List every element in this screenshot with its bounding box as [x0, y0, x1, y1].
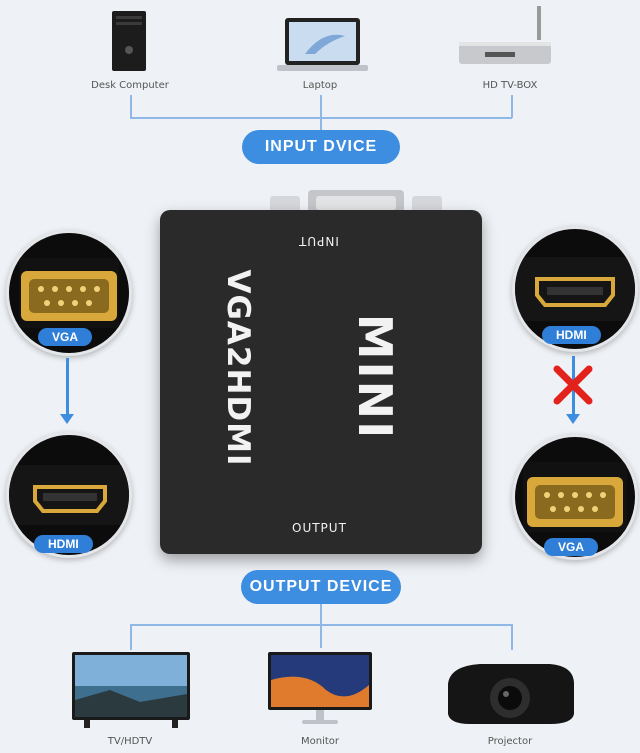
tv-hdtv — [70, 650, 192, 730]
left-top-badge: VGA — [38, 328, 93, 346]
output-connector-drop-right — [511, 624, 513, 650]
tv-icon — [72, 652, 190, 728]
projector — [440, 654, 580, 730]
hd-tv-box — [455, 4, 555, 70]
device-label-hd-tv-box: HD TV-BOX — [482, 80, 538, 91]
output-connector-drop-left — [130, 624, 132, 650]
vga-port — [270, 190, 442, 214]
device-label-projector: Projector — [487, 736, 533, 747]
desktop-tower-icon — [112, 11, 146, 71]
device-label-laptop: Laptop — [302, 80, 338, 91]
monitor-icon — [268, 652, 372, 724]
right-top-badge: HDMI — [542, 326, 601, 344]
desk-computer — [110, 10, 150, 72]
device-label-monitor: Monitor — [300, 736, 339, 747]
input-connector-drop-right — [511, 95, 513, 118]
output-device-title: OUTPUT DEVICE — [241, 570, 401, 604]
vga2hdmi-adapter: INPUT VGA2HDMI MINI OUTPUT — [160, 210, 482, 554]
right-bottom-badge: VGA — [544, 538, 599, 556]
adapter-brand: VGA2HDMI — [220, 269, 256, 467]
laptop-icon — [277, 18, 368, 71]
left-down-arrow-icon — [60, 414, 74, 424]
vga-connector-left — [6, 230, 132, 356]
hdmi-socket-icon — [515, 257, 635, 321]
input-connector-drop-left — [130, 95, 132, 118]
output-connector-drop-center — [320, 604, 322, 648]
vga-plug-icon — [19, 258, 119, 328]
device-label-tv-hdtv: TV/HDTV — [107, 736, 153, 747]
laptop — [275, 16, 370, 74]
adapter-model: MINI — [348, 313, 402, 441]
input-device-title: INPUT DVICE — [242, 130, 400, 164]
device-label-desk-computer: Desk Computer — [91, 80, 169, 91]
right-down-arrow-icon — [566, 414, 580, 424]
hdmi-plug-icon — [9, 465, 129, 525]
tv-box-icon — [459, 6, 551, 64]
adapter-output-label: OUTPUT — [292, 521, 347, 535]
adapter-input-label: INPUT — [298, 234, 339, 248]
left-bottom-badge: HDMI — [34, 535, 93, 553]
projector-icon — [448, 664, 574, 724]
vga-plug-icon-right — [523, 462, 627, 532]
input-connector-drop-center — [320, 95, 322, 135]
red-x-icon — [552, 364, 594, 406]
monitor — [266, 650, 374, 726]
left-down-arrow-shaft — [66, 358, 69, 416]
